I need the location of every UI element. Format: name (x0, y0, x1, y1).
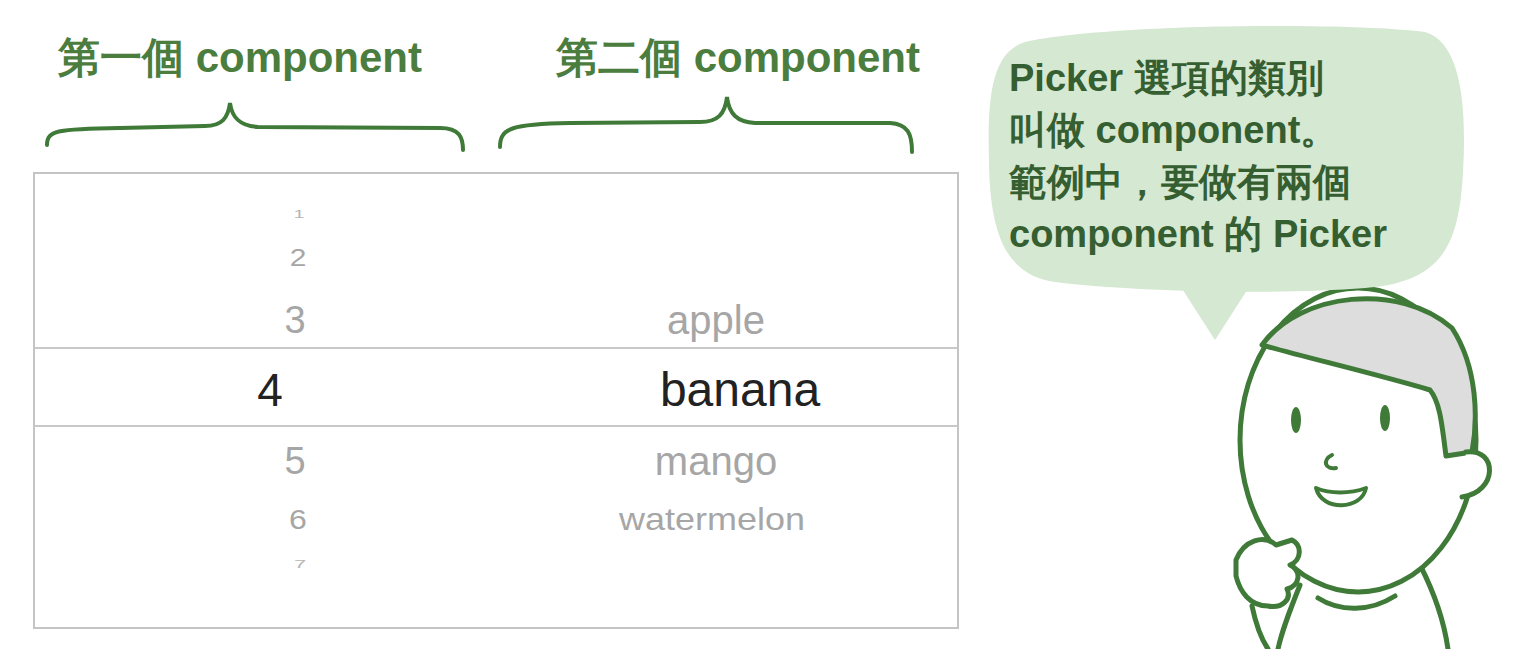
bubble-outline (989, 26, 1464, 292)
picker-box: 1 2 345 6 7 apple banana mango watermelon (33, 172, 959, 629)
speech-text: Picker 選項的類別 叫做 component。 範例中，要做有兩個 com… (1009, 52, 1401, 260)
brace-label: 第二個 component (556, 30, 920, 86)
eye (1380, 405, 1390, 431)
cartoon-person (1236, 288, 1490, 649)
picker-item: 4 (257, 367, 283, 413)
eye (1291, 407, 1301, 433)
arm (1252, 606, 1268, 649)
brace-label: 第一個 component (58, 30, 422, 86)
curly-brace (500, 97, 912, 152)
hair (1262, 299, 1475, 456)
picker-item: 6 (289, 506, 307, 533)
picker-item: 1 (293, 209, 304, 220)
curly-brace (47, 103, 463, 150)
ear (1462, 452, 1490, 497)
picker-item: watermelon (619, 505, 805, 536)
selection-line (34, 347, 958, 349)
body-line (1420, 565, 1448, 649)
picker-item: banana (660, 366, 820, 414)
selection-line (34, 425, 958, 427)
picker-item: 2 (290, 246, 307, 270)
hand (1236, 540, 1299, 607)
nose (1326, 455, 1336, 468)
picker-item: 7 (294, 559, 306, 570)
picker-item: 5 (284, 442, 305, 480)
collar-line (1318, 596, 1395, 608)
picker-item: mango (655, 441, 777, 481)
picker-item: apple (667, 300, 765, 340)
speech-bubble: Picker 選項的類別 叫做 component。 範例中，要做有兩個 com… (985, 22, 1465, 294)
mouth (1316, 488, 1366, 505)
picker-item: 3 (284, 301, 305, 339)
